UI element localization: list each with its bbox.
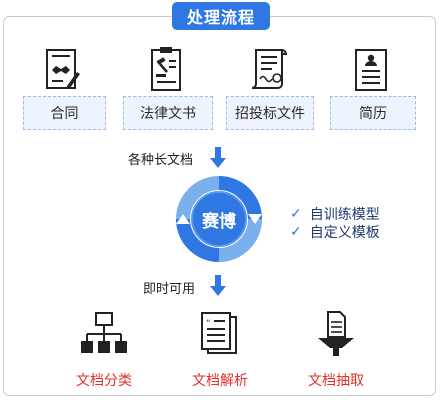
output-label-classification: 文档分类 bbox=[76, 373, 132, 389]
arrow-down-icon bbox=[210, 275, 226, 296]
page-title: 处理流程 bbox=[172, 2, 270, 30]
feature-item: ✓ 自训练模型 bbox=[290, 204, 380, 224]
input-label-legal-document: 法律文书 bbox=[123, 96, 213, 130]
output-label-parsing: 文档解析 bbox=[192, 373, 248, 389]
feature-label: 自定义模板 bbox=[309, 225, 380, 241]
input-caption: 各种长文档 bbox=[128, 153, 194, 168]
document-parse-icon: “ bbox=[201, 312, 237, 354]
cycle-process-icon bbox=[176, 176, 262, 262]
arrow-down-icon bbox=[210, 147, 226, 168]
document-extract-icon bbox=[318, 311, 354, 356]
check-icon: ✓ bbox=[290, 206, 302, 222]
center-label: 赛博 bbox=[202, 211, 236, 232]
tender-scroll-icon bbox=[251, 49, 288, 89]
feature-label: 自训练模型 bbox=[309, 207, 380, 223]
svg-text:“: “ bbox=[206, 319, 211, 329]
check-icon: ✓ bbox=[290, 224, 302, 240]
output-caption: 即时可用 bbox=[143, 282, 196, 297]
resume-icon bbox=[355, 49, 387, 91]
output-label-extraction: 文档抽取 bbox=[308, 373, 364, 389]
contract-handshake-icon bbox=[46, 49, 80, 89]
input-label-tender-file: 招投标文件 bbox=[226, 96, 314, 130]
feature-item: ✓ 自定义模板 bbox=[290, 222, 380, 242]
hierarchy-tree-icon bbox=[81, 312, 127, 353]
input-label-resume: 简历 bbox=[330, 96, 416, 130]
legal-document-gavel-icon bbox=[151, 47, 181, 91]
input-label-contract: 合同 bbox=[23, 96, 106, 130]
